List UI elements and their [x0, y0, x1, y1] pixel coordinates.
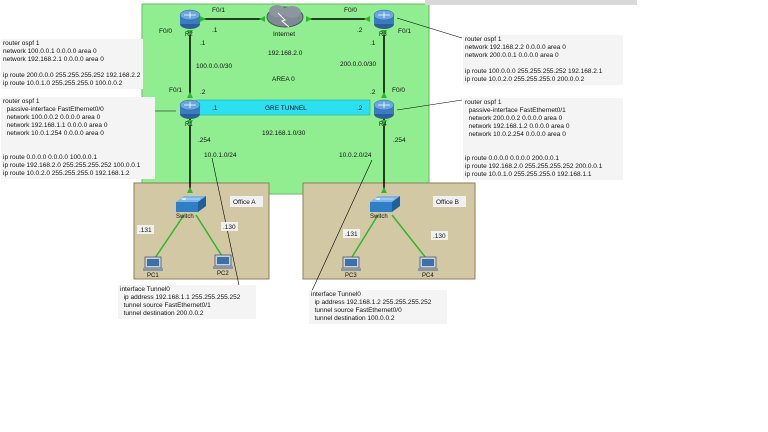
- addr-r1-top: .2: [200, 89, 206, 96]
- r2-f01-label: F0/1: [212, 7, 225, 14]
- network-lan-b: 10.0.2.0/24: [339, 152, 372, 159]
- addr-r2-bottom: .1: [200, 40, 206, 47]
- area-label: AREA 0: [272, 76, 295, 83]
- switch-a-label: Switch: [176, 214, 194, 220]
- office-b-label-bg: [433, 196, 466, 207]
- r3-f01-label: F0/1: [398, 28, 411, 35]
- router-r3-icon[interactable]: [373, 9, 395, 29]
- router-r4-icon[interactable]: [373, 99, 395, 119]
- network-right: 200.0.0.0/30: [340, 61, 377, 68]
- top-strip: [425, 0, 637, 5]
- link-switch-b-pc3: [351, 214, 379, 258]
- switch-a-icon[interactable]: [176, 196, 206, 212]
- pc1-icon[interactable]: [143, 256, 163, 271]
- internet-label: Internet: [273, 31, 295, 38]
- r1-f01-label: F0/1: [169, 87, 182, 94]
- pc3-addr: .131: [345, 231, 358, 238]
- tunnel-left-addr: .1: [212, 105, 218, 112]
- pc4-icon[interactable]: [418, 256, 438, 271]
- office-b-label: Office B: [436, 199, 459, 206]
- r4-label: R4: [379, 122, 387, 128]
- addr-r3-top: .2: [357, 27, 363, 34]
- pc2-addr-bg: [221, 222, 238, 231]
- pc3-label: PC3: [345, 273, 357, 279]
- pc4-addr-bg: [431, 231, 448, 240]
- switch-b-icon[interactable]: [370, 196, 400, 212]
- router-r2-icon[interactable]: [179, 9, 201, 29]
- addr-r1-bottom: .254: [198, 137, 211, 144]
- office-a-label: Office A: [233, 199, 256, 206]
- r3-f00-label: F0/0: [344, 7, 357, 14]
- network-tunnel: 192.168.1.0/30: [262, 130, 306, 137]
- r2-config-note: router ospf 1 network 100.0.0.1 0.0.0.0 …: [1, 39, 143, 89]
- addr-r2-top: .1: [212, 27, 218, 34]
- office-a-label-bg: [230, 196, 263, 207]
- callout-line-r4: [396, 99, 463, 111]
- network-inet: 192.168.2.0: [268, 50, 303, 57]
- r3-label: R3: [379, 32, 387, 38]
- pc3-addr-bg: [343, 229, 360, 238]
- tunnel-a-config-note: interface Tunnel0 ip address 192.168.1.1…: [118, 285, 256, 319]
- tunnel-right-addr: .2: [357, 105, 363, 112]
- pc1-addr-bg: [137, 225, 154, 234]
- r3-config-note: router ospf 1 network 192.168.2.2 0.0.0.…: [463, 35, 623, 85]
- addr-r3-bottom: .1: [370, 40, 376, 47]
- pc4-addr: .130: [433, 233, 446, 240]
- switch-b-label: Switch: [370, 214, 388, 220]
- pc3-icon[interactable]: [341, 256, 361, 271]
- link-markers: [187, 16, 387, 193]
- pc2-addr: .130: [223, 224, 236, 231]
- r4-config-note: router ospf 1 passive-interface FastEthe…: [463, 98, 623, 180]
- tunnel-label: GRE TUNNEL: [265, 105, 307, 112]
- network-lan-a: 10.0.1.0/24: [204, 152, 237, 159]
- pc2-icon[interactable]: [213, 254, 233, 269]
- pc1-label: PC1: [147, 273, 159, 279]
- callout-line-tunnel-b: [309, 159, 373, 296]
- pc2-label: PC2: [217, 271, 229, 277]
- addr-r4-bottom: .254: [393, 137, 406, 144]
- r2-f00-label: F0/0: [159, 28, 172, 35]
- r1-config-note: router ospf 1 passive-interface FastEthe…: [1, 97, 155, 179]
- r4-f00-label: F0/0: [392, 87, 405, 94]
- link-switch-a-pc1: [154, 214, 185, 259]
- link-switch-a-pc2: [195, 214, 223, 257]
- r2-label: R2: [185, 32, 193, 38]
- tunnel-b-config-note: interface Tunnel0 ip address 192.168.1.2…: [309, 290, 447, 324]
- internet-cloud-icon[interactable]: [266, 5, 304, 28]
- network-left: 100.0.0.0/30: [196, 63, 233, 70]
- callout-line-r3: [396, 17, 463, 39]
- r1-label: R1: [185, 122, 193, 128]
- addr-r4-top: .2: [370, 89, 376, 96]
- pc1-addr: .131: [139, 227, 152, 234]
- pc4-label: PC4: [422, 273, 434, 279]
- router-r1-icon[interactable]: [179, 99, 201, 119]
- link-switch-b-pc4: [391, 214, 427, 259]
